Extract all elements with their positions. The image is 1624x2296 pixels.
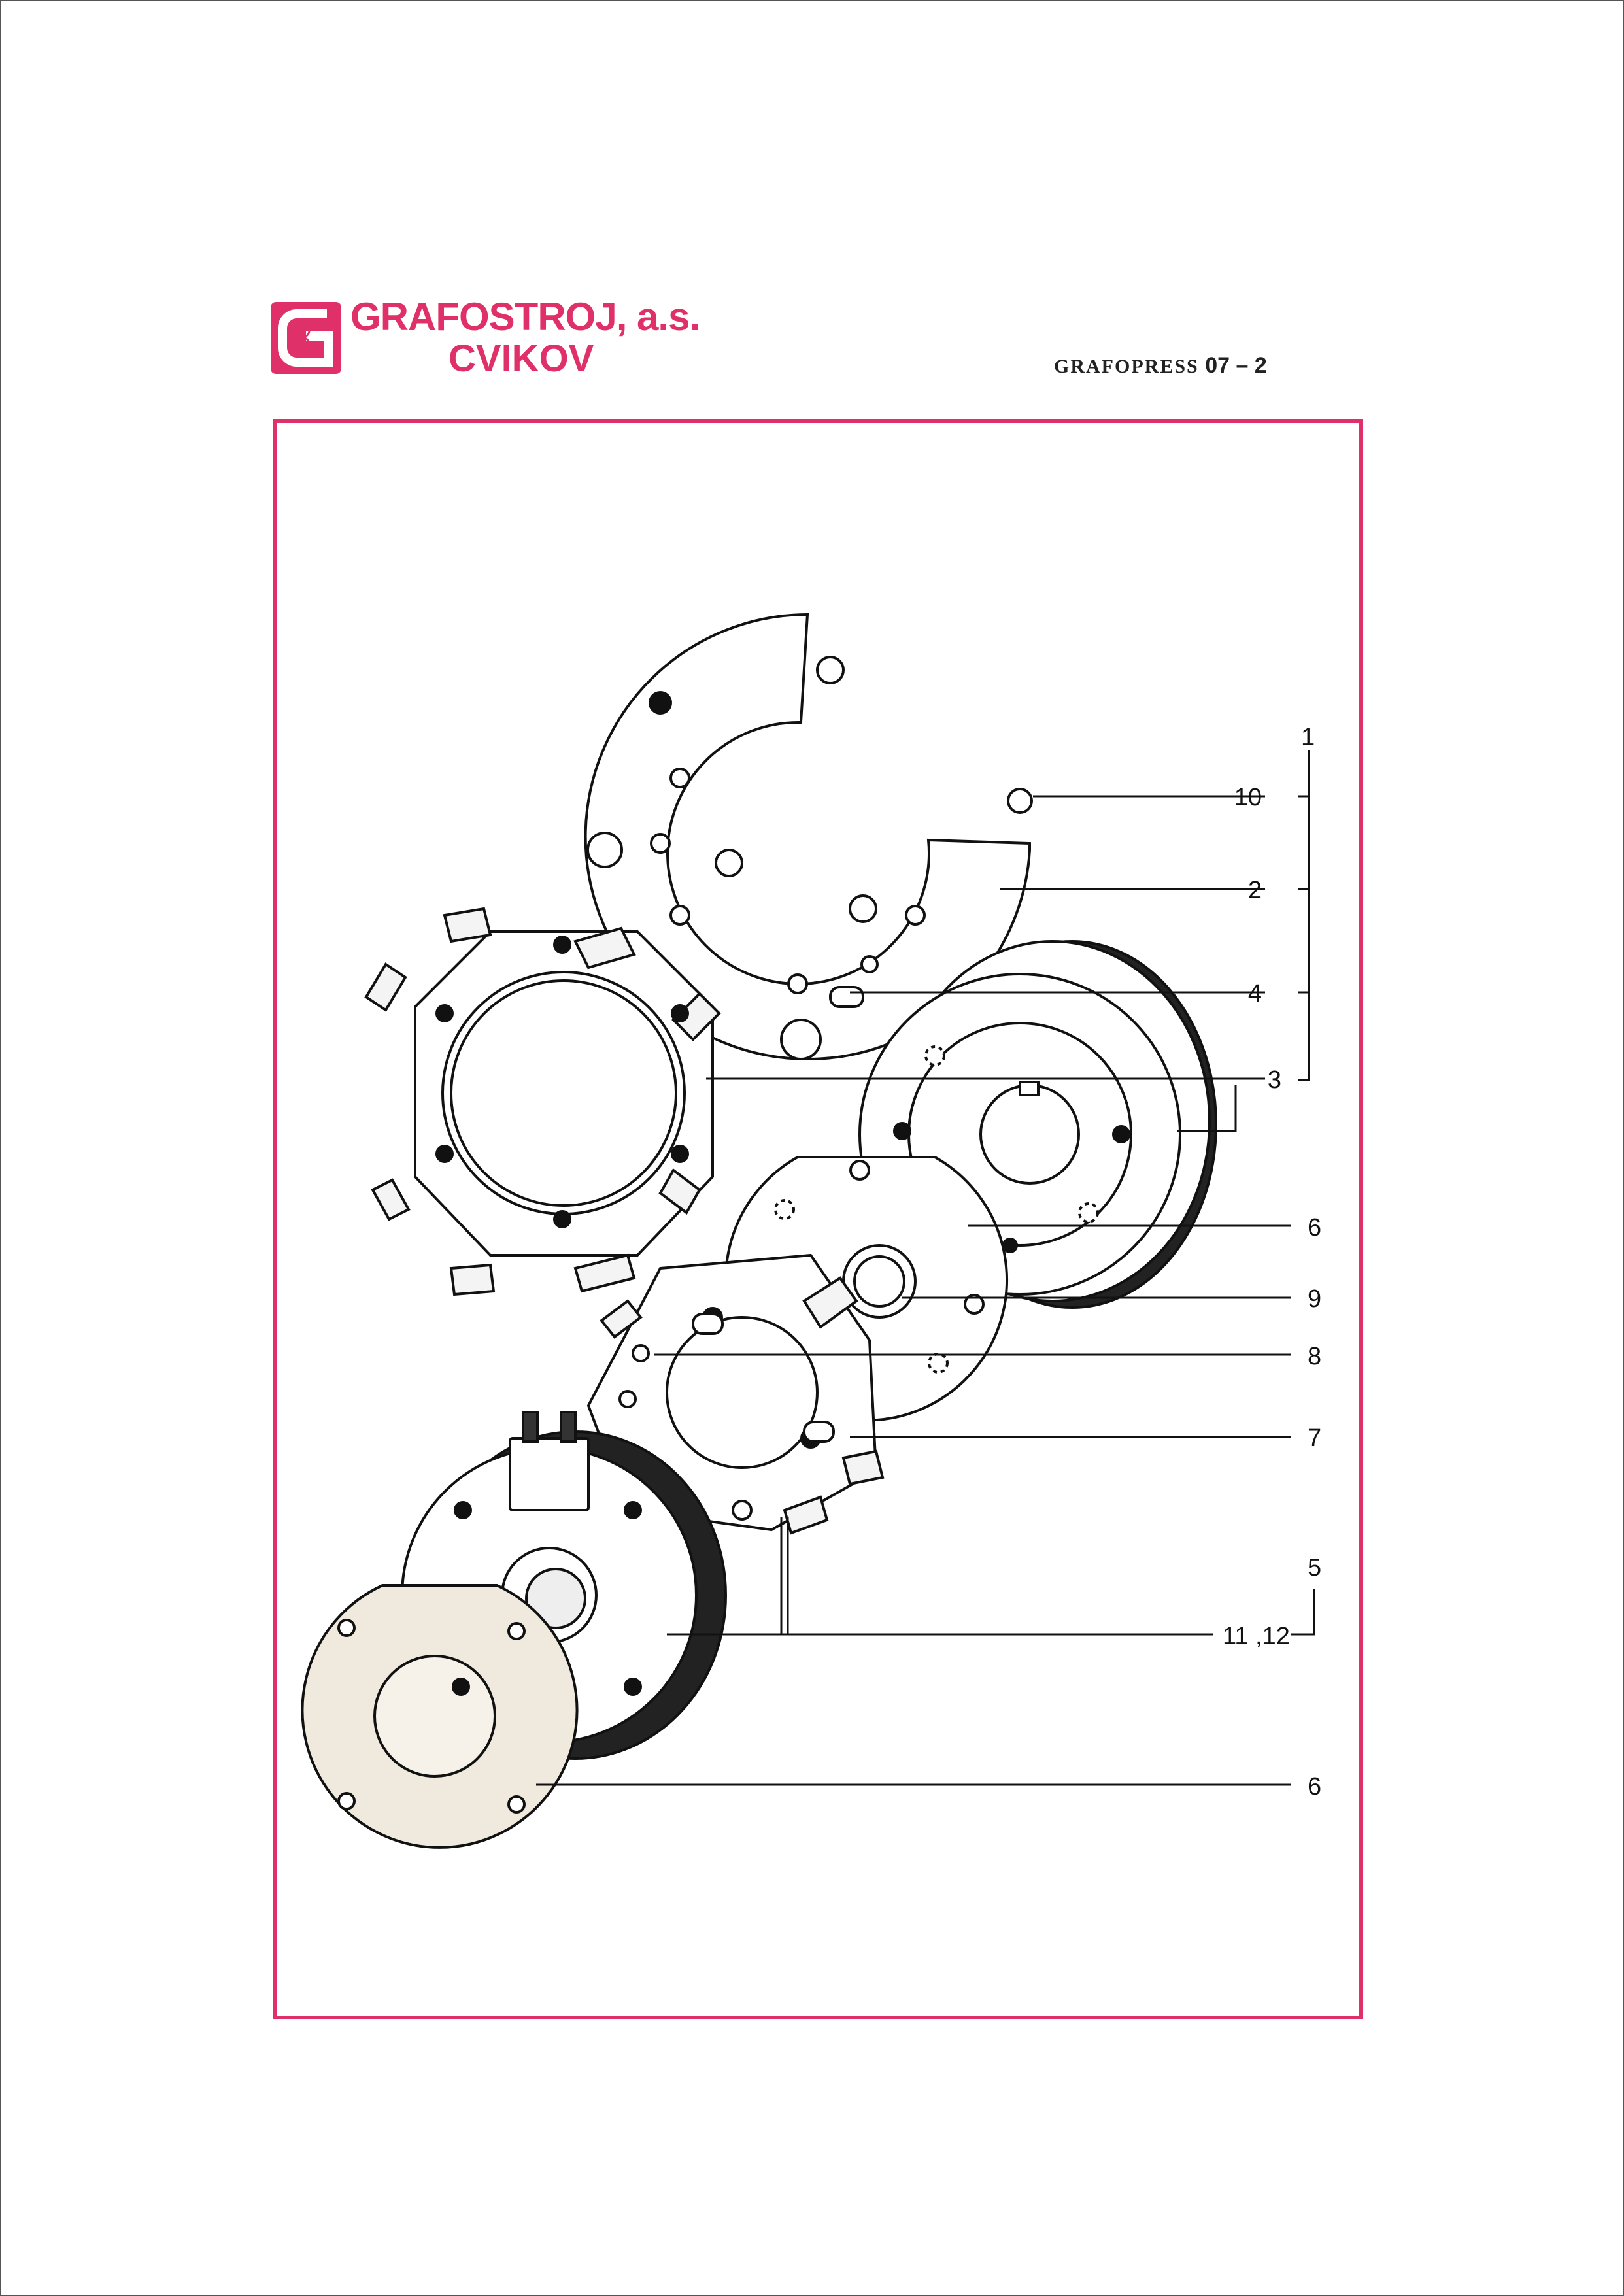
label-5: 5 bbox=[1308, 1554, 1321, 1581]
logo-glyph-icon bbox=[278, 309, 333, 367]
label-2: 2 bbox=[1248, 877, 1262, 904]
screw-10 bbox=[1007, 788, 1033, 814]
label-9: 9 bbox=[1308, 1285, 1321, 1313]
company-city: CVIKOV bbox=[448, 337, 594, 380]
label-8: 8 bbox=[1308, 1343, 1321, 1370]
document-number: 07 – 2 bbox=[1205, 353, 1267, 378]
label-4: 4 bbox=[1248, 980, 1262, 1007]
leader-lines bbox=[536, 750, 1315, 1786]
part-plate-6-bottom bbox=[301, 1584, 579, 1849]
label-7: 7 bbox=[1308, 1425, 1321, 1452]
company-name: GRAFOSTROJ, a.s. bbox=[350, 295, 700, 339]
callout-labels: 1 10 2 4 3 6 9 8 7 5 11 ,12 6 bbox=[1223, 724, 1321, 1800]
label-6-middle: 6 bbox=[1308, 1214, 1321, 1241]
label-1: 1 bbox=[1301, 724, 1315, 751]
label-11-12: 11 ,12 bbox=[1223, 1623, 1290, 1650]
document-title: GRAFOPRESS bbox=[1054, 356, 1199, 377]
drawing-frame bbox=[273, 419, 1363, 2019]
grafostroj-logo bbox=[271, 302, 341, 374]
part-plate-2 bbox=[584, 613, 1033, 1060]
label-3: 3 bbox=[1268, 1066, 1281, 1094]
document-id: GRAFOPRESS 07 – 2 bbox=[1054, 353, 1267, 379]
label-6-bottom: 6 bbox=[1308, 1773, 1321, 1800]
label-10: 10 bbox=[1234, 784, 1262, 811]
part-tabbed-ring bbox=[364, 907, 721, 1296]
